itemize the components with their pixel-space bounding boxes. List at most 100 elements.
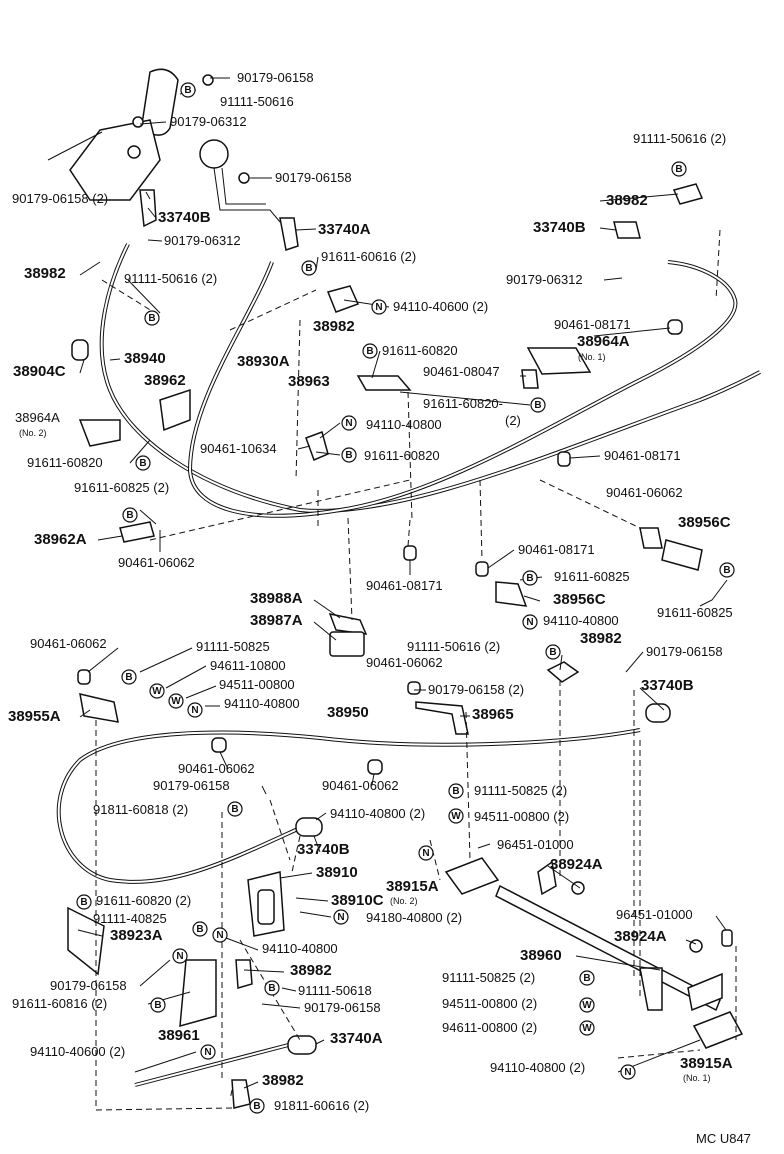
svg-text:N: N — [624, 1067, 631, 1078]
part-label: 33740B — [533, 219, 586, 236]
part-number-labels: 90179-0615891111-5061690179-0631290179-0… — [8, 70, 751, 1146]
bolt-symbol: B — [144, 310, 160, 326]
part-label: 90179-06158 (2) — [12, 191, 108, 206]
bolt-symbol: B — [122, 507, 138, 523]
part-label: MC U847 — [696, 1131, 751, 1146]
nut-symbol: N — [418, 845, 434, 861]
bolt-symbol: B — [135, 455, 151, 471]
svg-text:N: N — [337, 912, 344, 923]
part-label: 90461-06062 — [366, 655, 443, 670]
bolt-symbol: B — [530, 397, 546, 413]
bolt-symbol: B — [249, 1098, 265, 1114]
part-label: 38964A — [577, 333, 630, 350]
nut-symbol: N — [187, 702, 203, 718]
part-label: 91611-60825 (2) — [74, 480, 169, 495]
part-label: 91611-60820- — [423, 396, 503, 411]
bolt-symbol: B — [301, 260, 317, 276]
part-label: 91111-50618 — [298, 983, 372, 998]
part-label: 91611-60825 — [657, 605, 733, 620]
washer-symbol: W — [448, 808, 464, 824]
part-label: 90461-06062 — [118, 555, 195, 570]
lever-assembly-center — [199, 139, 299, 251]
part-label: 96451-01000 — [616, 907, 693, 922]
svg-text:B: B — [148, 313, 155, 324]
svg-text:B: B — [345, 450, 352, 461]
bolt-symbol: B — [522, 570, 538, 586]
part-label: 33740B — [158, 209, 211, 226]
svg-text:B: B — [125, 672, 132, 683]
bolt-symbol: B — [150, 997, 166, 1013]
part-label: 94110-40800 (2) — [330, 806, 425, 821]
part-label: 38982 — [580, 630, 622, 647]
part-label: 91111-50825 (2) — [474, 783, 567, 798]
svg-text:B: B — [675, 164, 682, 175]
part-label: 91111-50616 (2) — [407, 639, 500, 654]
part-label: 38988A — [250, 590, 303, 607]
bolt-symbol: B — [362, 343, 378, 359]
part-label: 91111-50825 — [196, 639, 270, 654]
svg-text:N: N — [422, 848, 429, 859]
part-label: 90461-08171 — [366, 578, 443, 593]
nut-symbol: N — [341, 415, 357, 431]
bolt-symbol: B — [227, 801, 243, 817]
svg-text:N: N — [176, 951, 183, 962]
part-label: 38910 — [316, 864, 358, 881]
part-label: 90461-08047 — [423, 364, 500, 379]
washer-symbol: W — [149, 683, 165, 699]
part-label: 90461-06062 — [322, 778, 399, 793]
part-label: (No. 2) — [19, 428, 47, 438]
bolt-symbol: B — [341, 447, 357, 463]
part-label: 91611-60820 — [364, 448, 440, 463]
svg-text:N: N — [191, 705, 198, 716]
part-label: 96451-01000 — [497, 837, 574, 852]
bolt-symbol: B — [180, 82, 196, 98]
part-label: 91611-60820 — [382, 343, 458, 358]
svg-text:B: B — [305, 263, 312, 274]
part-label: 38962A — [34, 531, 87, 548]
svg-text:B: B — [231, 804, 238, 815]
svg-text:N: N — [216, 930, 223, 941]
part-label: 91611-60616 (2) — [321, 249, 416, 264]
svg-text:W: W — [171, 696, 181, 707]
part-label: 94511-00800 (2) — [474, 809, 569, 824]
part-label: 90179-06312 — [506, 272, 583, 287]
part-label: 38965 — [472, 706, 514, 723]
svg-text:B: B — [534, 400, 541, 411]
part-label: 94611-10800 — [210, 658, 286, 673]
part-label: 90179-06158 — [153, 778, 230, 793]
part-label: 90179-06158 — [304, 1000, 381, 1015]
part-label: 91811-60818 (2) — [93, 802, 188, 817]
svg-text:B: B — [549, 647, 556, 658]
part-label: 90179-06158 — [275, 170, 352, 185]
svg-text:W: W — [152, 686, 162, 697]
part-label: 38923A — [110, 927, 163, 944]
svg-text:B: B — [154, 1000, 161, 1011]
svg-text:B: B — [196, 924, 203, 935]
part-label: 94110-40600 (2) — [393, 299, 488, 314]
part-label: 38982 — [606, 192, 648, 209]
part-label: 38982 — [313, 318, 355, 335]
part-label: 33740A — [330, 1030, 383, 1047]
svg-text:W: W — [582, 1023, 592, 1034]
part-label: 91611-60820 — [27, 455, 103, 470]
reference-lines — [95, 229, 737, 1111]
part-label: 90179-06158 — [237, 70, 314, 85]
svg-text:B: B — [126, 510, 133, 521]
part-label: 90461-10634 — [200, 441, 277, 456]
part-label: 38964A — [15, 410, 60, 425]
part-label: 94110-40800 — [262, 941, 338, 956]
part-label: 38982 — [262, 1072, 304, 1089]
part-label: 94110-40800 — [224, 696, 300, 711]
washer-symbol: W — [579, 997, 595, 1013]
part-label: 94180-40800 (2) — [366, 910, 462, 925]
part-label: (No. 1) — [578, 352, 606, 362]
part-label: 90461-06062 — [606, 485, 683, 500]
bolt-symbol: B — [448, 783, 464, 799]
part-label: 38950 — [327, 704, 369, 721]
svg-text:N: N — [526, 617, 533, 628]
bolt-symbol: B — [121, 669, 137, 685]
drawing — [47, 68, 761, 1109]
part-label: 38904C — [13, 363, 66, 380]
part-label: 94611-00800 (2) — [442, 1020, 537, 1035]
part-label: 38915A — [680, 1055, 733, 1072]
